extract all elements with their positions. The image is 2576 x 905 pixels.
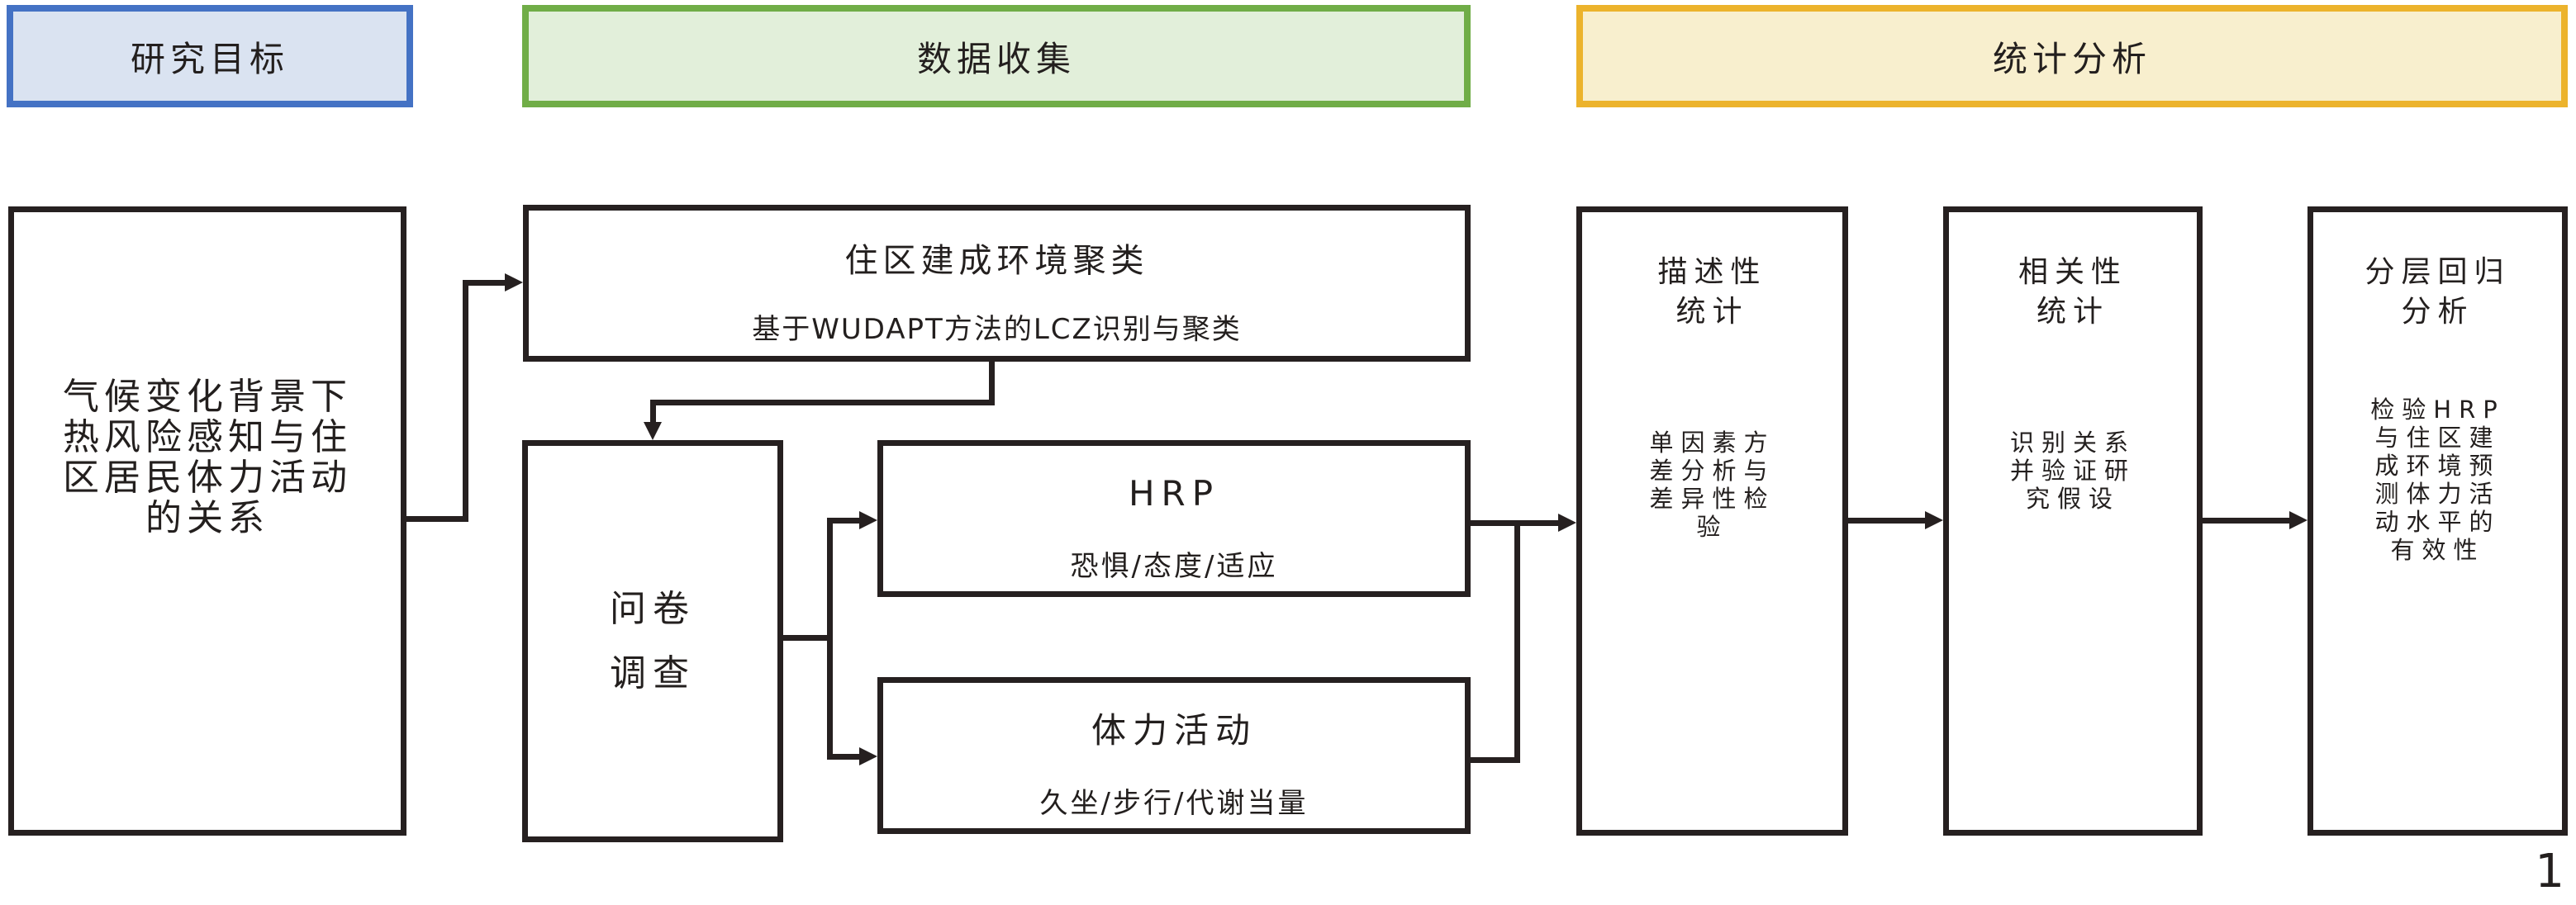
box-hrp-title: HRP — [1128, 473, 1220, 514]
box-questionnaire-survey: 问卷 调查 — [522, 440, 783, 842]
connector-cluster-to-survey — [989, 362, 995, 405]
box-hierarchical-regression-body: 检验HRP 与住区建 成环境预 测体力活 动水平的 有效性 — [2370, 396, 2505, 564]
arrowhead-into-descriptive — [1558, 514, 1576, 532]
header-data-collection-label: 数据收集 — [916, 38, 1076, 79]
box-physical-activity-title: 体力活动 — [1091, 710, 1257, 751]
arrowhead-into-correlation — [1925, 511, 1943, 529]
box-built-environment-cluster: 住区建成环境聚类 基于WUDAPT方法的LCZ识别与聚类 — [523, 205, 1471, 362]
connector-goal-to-cluster — [406, 516, 468, 522]
arrowhead-into-cluster — [505, 273, 523, 291]
page-number: 1 — [2535, 845, 2564, 898]
header-research-goal-label: 研究目标 — [130, 38, 289, 79]
connector-goal-to-cluster — [463, 280, 468, 522]
box-questionnaire-survey-text: 问卷 调查 — [610, 587, 696, 694]
box-built-environment-cluster-title: 住区建成环境聚类 — [844, 242, 1149, 280]
connector-merge-to-descriptive — [1514, 520, 1520, 763]
box-correlation-statistics: 相关性 统计 识别关系 并验证研 究假设 — [1943, 206, 2203, 836]
header-statistical-analysis: 统计分析 — [1576, 5, 2568, 107]
connector-correlation-to-regression — [2203, 518, 2291, 524]
header-research-goal: 研究目标 — [7, 5, 413, 107]
box-built-environment-cluster-subtitle: 基于WUDAPT方法的LCZ识别与聚类 — [752, 313, 1242, 346]
arrowhead-into-physical-activity — [859, 747, 877, 765]
box-correlation-statistics-body: 识别关系 并验证研 究假设 — [2009, 429, 2136, 513]
connector-survey-to-physical-activity — [827, 754, 860, 760]
box-hierarchical-regression: 分层回归 分析 检验HRP 与住区建 成环境预 测体力活 动水平的 有效性 — [2307, 206, 2568, 836]
arrowhead-into-survey — [644, 422, 662, 440]
box-correlation-statistics-title: 相关性 统计 — [2018, 255, 2127, 329]
arrowhead-into-regression — [2289, 511, 2307, 529]
box-physical-activity: 体力活动 久坐/步行/代谢当量 — [877, 677, 1471, 834]
header-data-collection: 数据收集 — [522, 5, 1471, 107]
connector-goal-to-cluster — [463, 280, 506, 286]
connector-cluster-to-survey — [650, 400, 995, 405]
box-descriptive-statistics-body: 单因素方 差分析与 差异性检 验 — [1649, 429, 1775, 541]
header-statistical-analysis-label: 统计分析 — [1992, 38, 2151, 79]
box-hierarchical-regression-title: 分层回归 分析 — [2365, 255, 2511, 329]
arrowhead-into-hrp — [859, 511, 877, 529]
connector-descriptive-to-correlation — [1848, 518, 1927, 524]
box-hrp-subtitle: 恐惧/态度/适应 — [1070, 550, 1278, 583]
connector-cluster-to-survey — [650, 400, 656, 424]
connector-merge-to-descriptive — [1471, 757, 1520, 763]
box-descriptive-statistics-title: 描述性 统计 — [1657, 255, 1767, 329]
connector-survey-branch — [783, 635, 833, 641]
box-hrp: HRP 恐惧/态度/适应 — [877, 440, 1471, 597]
connector-survey-branch — [827, 518, 833, 760]
box-descriptive-statistics: 描述性 统计 单因素方 差分析与 差异性检 验 — [1576, 206, 1848, 836]
box-physical-activity-subtitle: 久坐/步行/代谢当量 — [1039, 787, 1309, 820]
box-research-goal: 气候变化背景下 热风险感知与住 区居民体力活动 的关系 — [8, 206, 406, 836]
connector-survey-to-hrp — [827, 518, 860, 524]
box-research-goal-text: 气候变化背景下 热风险感知与住 区居民体力活动 的关系 — [63, 376, 352, 539]
